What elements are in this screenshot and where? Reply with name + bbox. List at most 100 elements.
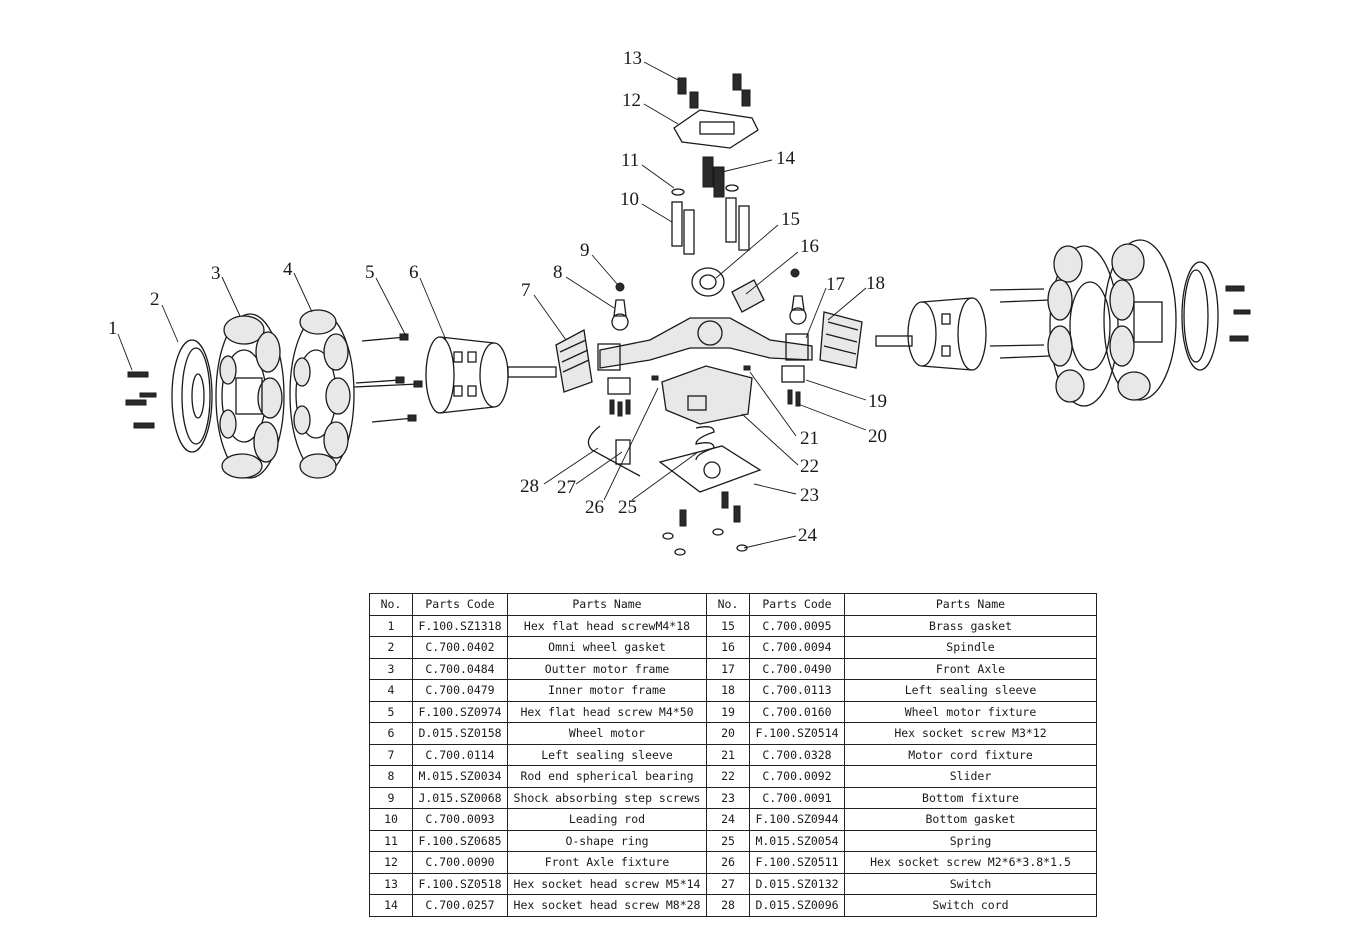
parts-list-table: No. Parts Code Parts Name No. Parts Code…: [369, 593, 1097, 917]
cell-no: 22: [706, 765, 750, 788]
cell-parts-code: C.700.0257: [412, 894, 508, 917]
right-inner-motor-frame: [1047, 245, 1119, 407]
cell-no: 9: [369, 786, 413, 809]
cell-parts-code: C.700.0090: [412, 851, 508, 874]
cell-no: 27: [706, 872, 750, 895]
brass-gasket: [691, 267, 725, 297]
cell-no: 6: [369, 722, 413, 745]
cell-parts-name: Hex socket head screw M8*28: [507, 894, 707, 917]
cell-parts-code: D.015.SZ0158: [412, 722, 508, 745]
cell-parts-code: C.700.0490: [749, 657, 845, 680]
cell-no: 20: [706, 722, 750, 745]
cell-parts-name: Hex socket screw M2*6*3.8*1.5: [844, 851, 1097, 874]
cell-parts-code: C.700.0114: [412, 743, 508, 766]
outer-motor-frame: [215, 313, 285, 479]
cell-parts-code: C.700.0113: [749, 679, 845, 702]
cell-parts-name: O-shape ring: [507, 829, 707, 852]
cell-no: 14: [369, 894, 413, 917]
cell-parts-code: C.700.0094: [749, 636, 845, 659]
cell-parts-name: Leading rod: [507, 808, 707, 831]
cell-parts-code: C.700.0479: [412, 679, 508, 702]
cell-parts-code: C.700.0091: [749, 786, 845, 809]
right-sealing-sleeve: [819, 311, 863, 369]
cell-parts-name: Front Axle: [844, 657, 1097, 680]
cell-parts-code: F.100.SZ0685: [412, 829, 508, 852]
spring: [695, 426, 715, 461]
right-outer-motor-frame: [1103, 239, 1177, 401]
callout-12: 12: [622, 90, 641, 111]
cell-parts-code: F.100.SZ0944: [749, 808, 845, 831]
front-axle-fixture: [673, 109, 759, 149]
cell-parts-name: Switch: [844, 872, 1097, 895]
callout-25: 25: [618, 497, 637, 518]
omni-wheel-gasket: [171, 339, 213, 453]
right-long-screws: [989, 288, 1051, 359]
socket-screws-m2: [679, 491, 741, 527]
left-wheel-assembly: [125, 309, 593, 479]
callout-3: 3: [211, 263, 221, 284]
cell-parts-name: Brass gasket: [844, 614, 1097, 637]
cell-parts-name: Rod end spherical bearing: [507, 765, 707, 788]
cell-parts-code: M.015.SZ0054: [749, 829, 845, 852]
cell-parts-name: Hex socket head screw M5*14: [507, 872, 707, 895]
front-axle: [597, 317, 813, 371]
callout-1: 1: [108, 318, 118, 339]
cell-no: 3: [369, 657, 413, 680]
cell-parts-name: Bottom fixture: [844, 786, 1097, 809]
cell-no: 12: [369, 851, 413, 874]
cell-parts-name: Slider: [844, 765, 1097, 788]
cell-parts-code: D.015.SZ0096: [749, 894, 845, 917]
cell-no: 11: [369, 829, 413, 852]
callout-18: 18: [866, 273, 885, 294]
cell-no: 23: [706, 786, 750, 809]
cell-no: 2: [369, 636, 413, 659]
cell-parts-name: Inner motor frame: [507, 679, 707, 702]
header-no: No.: [369, 593, 413, 616]
callout-15: 15: [781, 209, 800, 230]
cell-parts-name: Spring: [844, 829, 1097, 852]
cell-parts-name: Omni wheel gasket: [507, 636, 707, 659]
header-parts-code-2: Parts Code: [749, 593, 845, 616]
callout-16: 16: [800, 236, 819, 257]
cell-no: 28: [706, 894, 750, 917]
callout-numbers: 1 2 3 4 5 6 7 8 9 10 11 12 13 14 15 16 1…: [108, 48, 887, 546]
right-motor-shaft: [875, 335, 913, 347]
cell-parts-code: C.700.0160: [749, 700, 845, 723]
cell-parts-name: Hex socket screw M3*12: [844, 722, 1097, 745]
table-header-row: No. Parts Code Parts Name No. Parts Code…: [369, 593, 1097, 616]
cell-no: 24: [706, 808, 750, 831]
cell-parts-code: F.100.SZ0974: [412, 700, 508, 723]
cell-parts-code: F.100.SZ1318: [412, 614, 508, 637]
cell-parts-name: Hex flat head screwM4*18: [507, 614, 707, 637]
switch: [615, 439, 631, 465]
callout-5: 5: [365, 262, 375, 283]
cell-parts-code: C.700.0328: [749, 743, 845, 766]
callout-27: 27: [557, 477, 576, 498]
cell-parts-name: Shock absorbing step screws: [507, 786, 707, 809]
callout-23: 23: [800, 485, 819, 506]
cell-parts-name: Wheel motor: [507, 722, 707, 745]
cell-parts-name: Hex flat head screw M4*50: [507, 700, 707, 723]
cell-parts-code: F.100.SZ0511: [749, 851, 845, 874]
cell-parts-name: Wheel motor fixture: [844, 700, 1097, 723]
cell-parts-name: Switch cord: [844, 894, 1097, 917]
cell-no: 26: [706, 851, 750, 874]
cell-parts-name: Spindle: [844, 636, 1097, 659]
cell-parts-code: D.015.SZ0132: [749, 872, 845, 895]
callout-26: 26: [585, 497, 604, 518]
header-parts-name-2: Parts Name: [844, 593, 1097, 616]
callout-24: 24: [798, 525, 818, 546]
right-wheel-assembly: [819, 239, 1251, 407]
callout-21: 21: [800, 428, 819, 449]
callout-4: 4: [283, 259, 293, 280]
slider: [661, 365, 753, 425]
leader-lines: [117, 61, 867, 549]
spindle: [731, 279, 765, 313]
leading-rods-and-o-rings: [671, 184, 750, 255]
